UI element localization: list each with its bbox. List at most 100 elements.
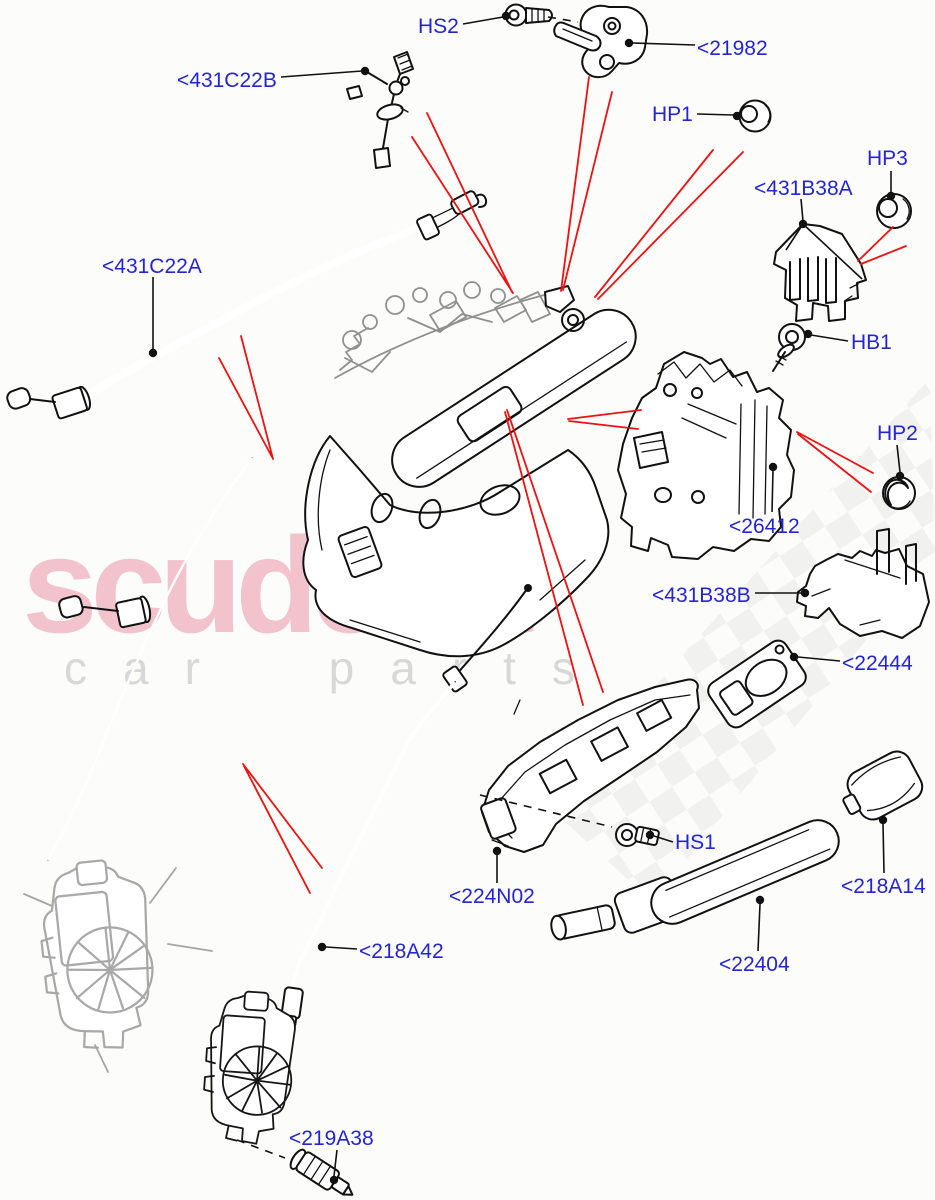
part-latch-assembly-26412 xyxy=(617,351,795,560)
dash-latch-screw xyxy=(236,1139,286,1159)
part-label-22444[interactable]: <22444 xyxy=(842,652,913,675)
part-grommet-hp1 xyxy=(738,99,772,133)
leader-218A14 xyxy=(882,823,885,874)
part-cable-431C22A xyxy=(6,190,488,629)
leader-21982 xyxy=(632,42,696,46)
part-label-22404[interactable]: <22404 xyxy=(719,953,790,976)
red-locating-arrows xyxy=(218,76,907,894)
dash-hs2-striker xyxy=(547,16,579,23)
latch26412-pivot1 xyxy=(663,383,677,397)
arrow-431C22B-to-module xyxy=(411,112,514,294)
ghost-cable-core xyxy=(46,457,253,861)
part-absorber-431B38B xyxy=(796,528,930,639)
latch26412-outline xyxy=(617,351,795,560)
ghost-module-mechanism xyxy=(334,281,551,379)
leader-dot-431C22B xyxy=(360,66,370,76)
leader-dot-218A42 xyxy=(317,942,327,952)
leader-dot-431C22A xyxy=(148,348,158,358)
module-boss-hole xyxy=(567,314,579,326)
latch26412-connector-lines xyxy=(639,439,667,453)
leader-dot-hp2 xyxy=(895,471,905,481)
latch26412-holes xyxy=(654,487,705,504)
rod-links xyxy=(366,71,401,149)
frame-window-3 xyxy=(636,699,673,732)
part-bolt-hb1 xyxy=(772,323,806,372)
cable-end-rod xyxy=(29,398,56,403)
part-striker-21982 xyxy=(553,4,649,79)
leader-26412 xyxy=(771,469,774,513)
leader-431B38A xyxy=(785,198,863,280)
part-label-218A14[interactable]: <218A14 xyxy=(841,875,926,898)
part-label-431B38B[interactable]: <431B38B xyxy=(652,584,751,607)
part-label-hp2[interactable]: HP2 xyxy=(877,422,918,445)
rod-clamp-tab xyxy=(400,107,409,113)
arrow-HP1-to-module xyxy=(594,149,744,300)
arrow-HP2-to-latch xyxy=(796,431,874,493)
part-door-latch xyxy=(199,988,299,1147)
part-link-rod-431C22B xyxy=(346,51,414,169)
striker-ring-hole xyxy=(607,21,617,31)
cable2-barrel xyxy=(115,597,147,629)
part-screw-hs2 xyxy=(504,3,553,27)
rod-knob-hatch xyxy=(397,53,413,71)
rod-end-plug xyxy=(373,147,391,169)
hb1-washer xyxy=(777,343,795,359)
gasket-oval xyxy=(744,658,788,697)
latch26412-lever-scribbles xyxy=(657,361,743,439)
cap-shading xyxy=(851,756,916,812)
leader-dot-hs2 xyxy=(501,11,511,21)
striker-hole xyxy=(599,54,615,70)
cable42-wire xyxy=(454,588,528,677)
part-label-431C22A[interactable]: <431C22A xyxy=(102,255,202,278)
leader-dot-hb1 xyxy=(803,329,813,339)
striker-hook-line xyxy=(562,28,593,42)
arrow-21982-to-module xyxy=(560,76,613,292)
arrow-latch-to-module xyxy=(567,409,642,430)
part-label-hs2[interactable]: HS2 xyxy=(418,15,459,38)
gasket-hole xyxy=(774,644,785,655)
leader-22444 xyxy=(797,656,841,662)
leader-dot-hp1 xyxy=(732,111,742,121)
latch26412-pivot2 xyxy=(691,387,703,399)
frame-window-1 xyxy=(538,758,578,795)
part-label-224N02[interactable]: <224N02 xyxy=(449,885,535,908)
ghost-latch-rods xyxy=(23,867,213,1073)
part-label-hp1[interactable]: HP1 xyxy=(652,103,693,126)
part-label-21982[interactable]: <21982 xyxy=(697,37,768,60)
ghost-mechanism-levers xyxy=(339,291,551,373)
part-label-431C22B[interactable]: <431C22B xyxy=(177,69,277,92)
cable-barrel xyxy=(51,386,88,420)
hp3-inner xyxy=(878,198,898,218)
part-label-hb1[interactable]: HB1 xyxy=(851,331,892,354)
hp2-rim xyxy=(888,500,911,509)
leader-dot-219A38 xyxy=(329,1175,339,1185)
part-label-431B38A[interactable]: <431B38A xyxy=(754,177,853,200)
cover-edge-detail xyxy=(845,283,859,301)
part-label-219A38[interactable]: <219A38 xyxy=(289,1127,374,1150)
dash-frame-hs1 xyxy=(479,794,613,828)
hb1-socket xyxy=(785,330,799,344)
hp1-inner xyxy=(740,105,758,123)
module-boss-ring xyxy=(561,308,585,332)
part-label-26412[interactable]: <26412 xyxy=(729,515,800,538)
leader-hs2 xyxy=(462,16,504,25)
cable-end-knob xyxy=(6,387,32,410)
watermark-tagline: car parts xyxy=(64,642,611,694)
assembly-dashed-lines xyxy=(236,16,613,1159)
cable42-ferrule xyxy=(442,665,468,693)
handle-cylinder-line xyxy=(596,907,603,931)
hs1-socket xyxy=(621,829,633,841)
handle-grip-shading xyxy=(665,829,831,918)
hb1-shaft xyxy=(772,351,786,372)
part-label-218A42[interactable]: <218A42 xyxy=(359,940,444,963)
hp3-rim xyxy=(902,198,910,220)
hp2-inner xyxy=(884,478,909,506)
ghost-cable-route xyxy=(46,457,253,861)
part-label-hp3[interactable]: HP3 xyxy=(867,147,908,170)
module-top-bracket xyxy=(544,285,575,313)
frame-window-2 xyxy=(590,726,629,762)
leader-219A38 xyxy=(333,1149,338,1177)
rod-joint-pin xyxy=(400,76,410,86)
module-handle-bar xyxy=(391,308,637,488)
part-label-hs1[interactable]: HS1 xyxy=(675,831,716,854)
